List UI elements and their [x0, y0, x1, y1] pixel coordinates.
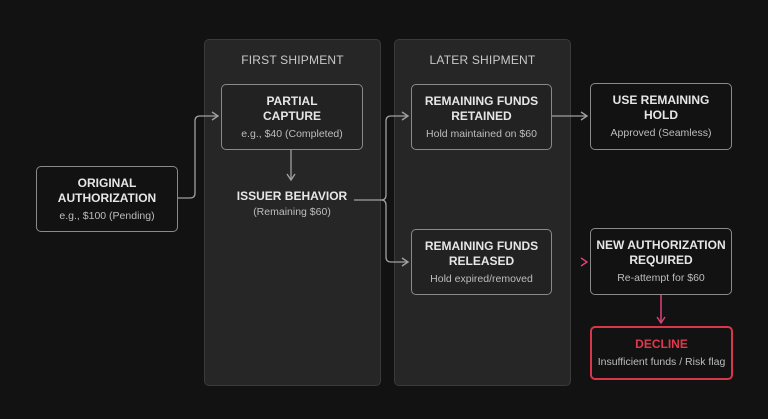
node-detail: Approved (Seamless): [610, 127, 712, 139]
node-detail: Re-attempt for $60: [617, 272, 705, 284]
node-title: HOLD: [644, 108, 678, 122]
node-detail: Insufficient funds / Risk flag: [597, 356, 726, 368]
lane-title: FIRST SHIPMENT: [241, 53, 344, 67]
node-title: REMAINING FUNDS: [424, 238, 539, 253]
edge-original-to-partial: [178, 111, 220, 199]
node-detail: e.g., $40 (Completed): [241, 127, 343, 140]
node-detail: e.g., $100 (Pending): [59, 209, 155, 222]
node-title: RELEASED: [448, 253, 515, 268]
node-title: PARTIAL: [266, 93, 318, 108]
node-remaining-funds-released: REMAINING FUNDS RELEASED Hold expired/re…: [411, 229, 552, 295]
node-use-remaining-hold: USE REMAINING HOLD Approved (Seamless): [590, 83, 732, 150]
node-new-authorization-required: NEW AUTHORIZATION REQUIRED Re-attempt fo…: [590, 228, 732, 295]
node-title: USE REMAINING: [612, 93, 710, 107]
node-title: DECLINE: [635, 337, 688, 351]
node-decline: DECLINE Insufficient funds / Risk flag: [590, 326, 733, 380]
node-remaining-funds-retained: REMAINING FUNDS RETAINED Hold maintained…: [411, 84, 552, 150]
node-partial-capture: PARTIAL CAPTURE e.g., $40 (Completed): [221, 84, 363, 150]
node-title: REQUIRED: [629, 253, 693, 267]
node-title: RETAINED: [451, 108, 512, 123]
node-detail: Hold maintained on $60: [426, 127, 537, 140]
node-issuer-behavior: ISSUER BEHAVIOR (Remaining $60): [221, 186, 363, 222]
node-title: ISSUER BEHAVIOR: [236, 189, 348, 203]
node-title: AUTHORIZATION: [57, 190, 157, 205]
node-original-authorization: ORIGINAL AUTHORIZATION e.g., $100 (Pendi…: [36, 166, 178, 232]
node-title: CAPTURE: [262, 108, 321, 123]
node-title: ORIGINAL: [77, 175, 137, 190]
lane-title: LATER SHIPMENT: [429, 53, 536, 67]
node-detail: (Remaining $60): [253, 206, 331, 218]
node-title: NEW AUTHORIZATION: [596, 238, 726, 252]
node-title: REMAINING FUNDS: [424, 93, 539, 108]
node-detail: Hold expired/removed: [430, 272, 533, 285]
